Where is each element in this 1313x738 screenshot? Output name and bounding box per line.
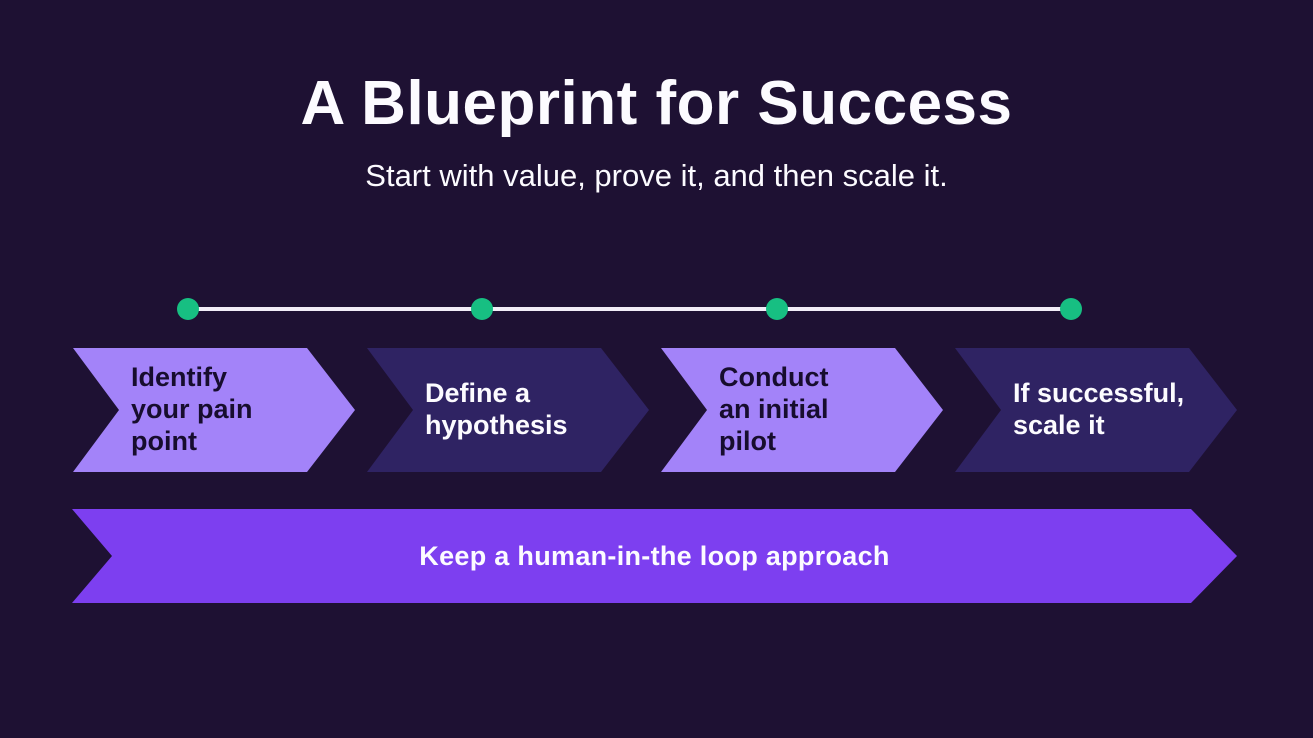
- timeline-dot: [1060, 298, 1082, 320]
- timeline-dot: [177, 298, 199, 320]
- timeline-dot: [471, 298, 493, 320]
- timeline-dot: [766, 298, 788, 320]
- step-label: Conduct an initial pilot: [719, 362, 829, 456]
- page-subtitle: Start with value, prove it, and then sca…: [365, 158, 948, 193]
- steps-row: Identify your pain point Define a hypoth…: [73, 348, 1237, 472]
- banner-label: Keep a human-in-the loop approach: [419, 540, 890, 571]
- step-label: If successful, scale it: [1013, 378, 1185, 440]
- step-label: Define a hypothesis: [425, 378, 568, 440]
- banner-arrow-human-in-loop: Keep a human-in-the loop approach: [72, 509, 1237, 603]
- step-arrow-conduct-pilot: Conduct an initial pilot: [661, 348, 943, 472]
- step-arrow-identify-pain-point: Identify your pain point: [73, 348, 355, 472]
- step-label: Identify your pain point: [131, 362, 253, 456]
- step-arrow-scale-it: If successful, scale it: [955, 348, 1237, 472]
- step-arrow-define-hypothesis: Define a hypothesis: [367, 348, 649, 472]
- timeline-line: [188, 307, 1072, 311]
- page-title: A Blueprint for Success: [300, 69, 1013, 138]
